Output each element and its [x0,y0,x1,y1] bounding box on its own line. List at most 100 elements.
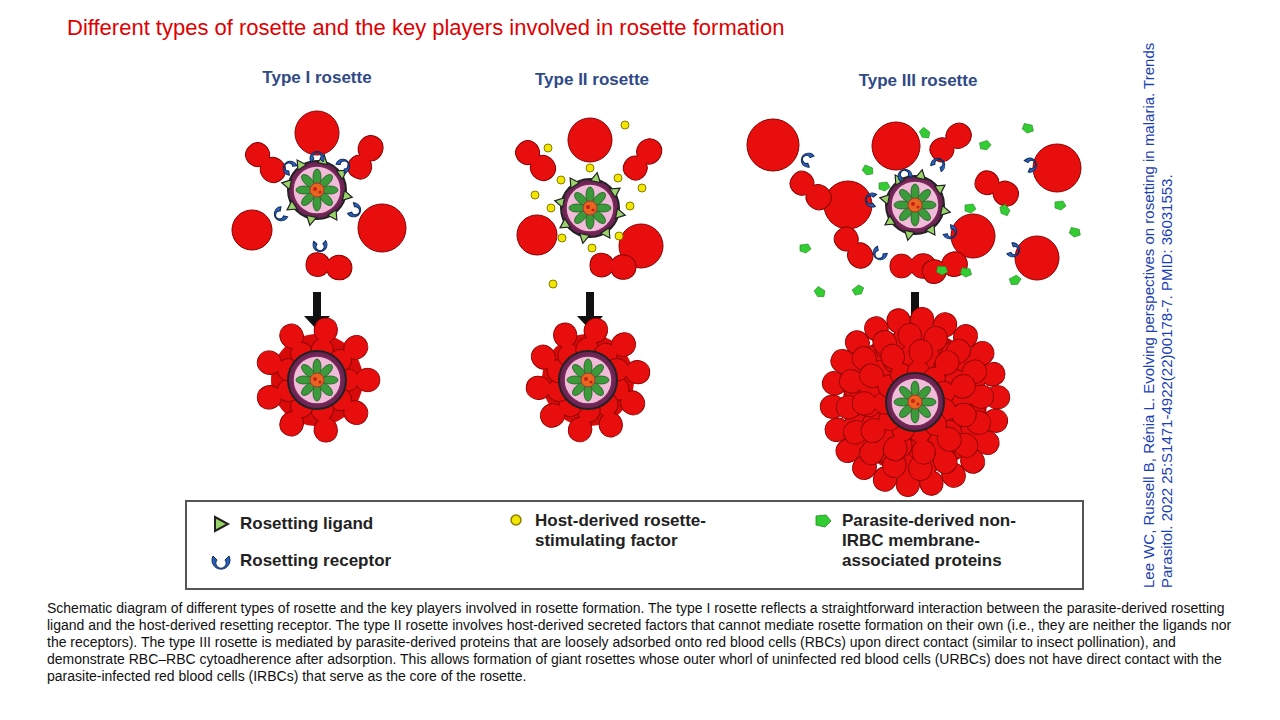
uninfected-rbc [358,204,406,252]
stimulating-factor [586,164,594,172]
parasite-protein [965,204,976,213]
infected-rbc [559,351,617,409]
rosetting-receptor [870,246,888,263]
rosetting-ligand [882,216,895,229]
stimulating-factor [531,191,539,199]
legend-entry: Rosetting ligand [210,514,500,534]
parasite-protein [1009,274,1022,286]
rosetting-receptor [1024,156,1039,173]
rosetting-ligand [916,169,928,180]
top-illustrations [232,111,1082,300]
rosetting-ligand [926,225,939,238]
legend-sample [210,514,232,534]
rosetting-receptor [335,156,352,173]
legend-sample [505,511,527,531]
rosette-panel [232,111,406,281]
parasite-protein [813,286,827,300]
stimulating-factor [615,232,623,240]
parasite-protein [879,182,890,191]
column-heading: Type II rosette [482,70,702,90]
stimulating-factor [557,176,565,184]
infected-rbc [886,373,944,431]
parasite-protein [979,140,991,151]
rosetting-ligand [879,193,890,205]
uninfected-rbc [295,111,339,155]
rosetting-ligand [566,175,579,188]
protein-fragment [816,515,831,527]
infected-rbc [288,351,346,409]
rosetting-ligand [601,228,614,241]
citation: Lee WC, Russell B, Rénia L. Evolving per… [1140,28,1176,588]
rosetting-receptor [347,202,363,219]
factor-dot [511,515,521,525]
rosetting-ligand [935,181,948,194]
legend-text: Rosetting receptor [240,551,500,571]
uninfected-rbc-side [241,138,291,188]
stimulating-factor [614,174,622,182]
rosetting-receptor [799,151,814,168]
stimulating-factor [558,234,566,242]
rosetting-receptor [313,241,328,252]
stimulating-factor [626,202,634,210]
infected-rbc [561,179,619,237]
rosetting-receptor [272,206,289,224]
parasite-protein [998,204,1011,218]
diagram-title: Different types of rosette and the key p… [67,15,784,41]
stimulating-factor [549,280,557,288]
parasite-protein [1069,227,1082,239]
rosetting-receptor [865,192,877,207]
rosetting-receptor [943,224,960,242]
column-heading: Type III rosette [808,71,1028,91]
parasite-protein [918,127,932,141]
legend-text: Rosetting ligand [240,514,500,534]
uninfected-rbc [232,210,272,250]
uninfected-rbc [517,215,557,255]
rosetting-receptor [1006,242,1021,259]
uninfected-rbc [1015,236,1059,280]
rosetting-ligand [615,209,626,221]
legend-entry: Rosetting receptor [210,551,500,571]
infected-rbc [886,176,944,234]
parasite-protein [1022,123,1035,135]
uninfected-rbc-side [925,118,976,166]
stimulating-factor [588,244,596,252]
uninfected-rbc-side [785,166,836,214]
rosetting-receptor [896,167,913,182]
rosetting-ligand [903,230,915,241]
down-arrows [304,292,928,330]
legend-text: Host-derived rosette-stimulating factor [535,511,740,551]
uninfected-rbc [1033,144,1081,192]
rosetting-ligand [284,201,297,214]
rosetting-receptor [280,158,297,176]
legend-text: Parasite-derived non-IRBC membrane-assoc… [842,511,1057,571]
rosetting-receptor [930,156,947,172]
rosetting-ligand [940,206,951,218]
infected-rbc [288,161,346,219]
parasite-protein [800,244,811,253]
legend-sample [812,511,834,531]
legend-entry: Parasite-derived non-IRBC membrane-assoc… [812,511,1057,571]
bottom-rosettes [254,307,1010,498]
rosetting-ligand [342,191,353,203]
rosetting-ligand [281,178,292,190]
stimulating-factor [621,121,629,129]
rosetting-receptor [310,151,324,162]
ligand-symbol [215,517,228,531]
uninfected-rbc [824,181,872,229]
uninfected-rbc-side [971,166,1023,210]
uninfected-rbc-side [343,131,387,183]
uninfected-rbc-side [589,252,637,280]
rosetting-ligand [578,233,590,244]
parasite-protein [1055,201,1066,210]
parasite-protein [861,164,875,177]
rosette-panel [747,118,1082,299]
uninfected-rbc [747,119,799,171]
uninfected-rbc [872,122,920,170]
parasite-protein [852,284,866,297]
figure-caption: Schematic diagram of different types of … [47,600,1247,685]
rosetting-ligand [554,196,565,208]
formed-rosette [254,316,380,444]
rosetting-ligand [328,210,341,223]
formed-rosette [820,307,1011,498]
rosette-panel [511,118,667,288]
